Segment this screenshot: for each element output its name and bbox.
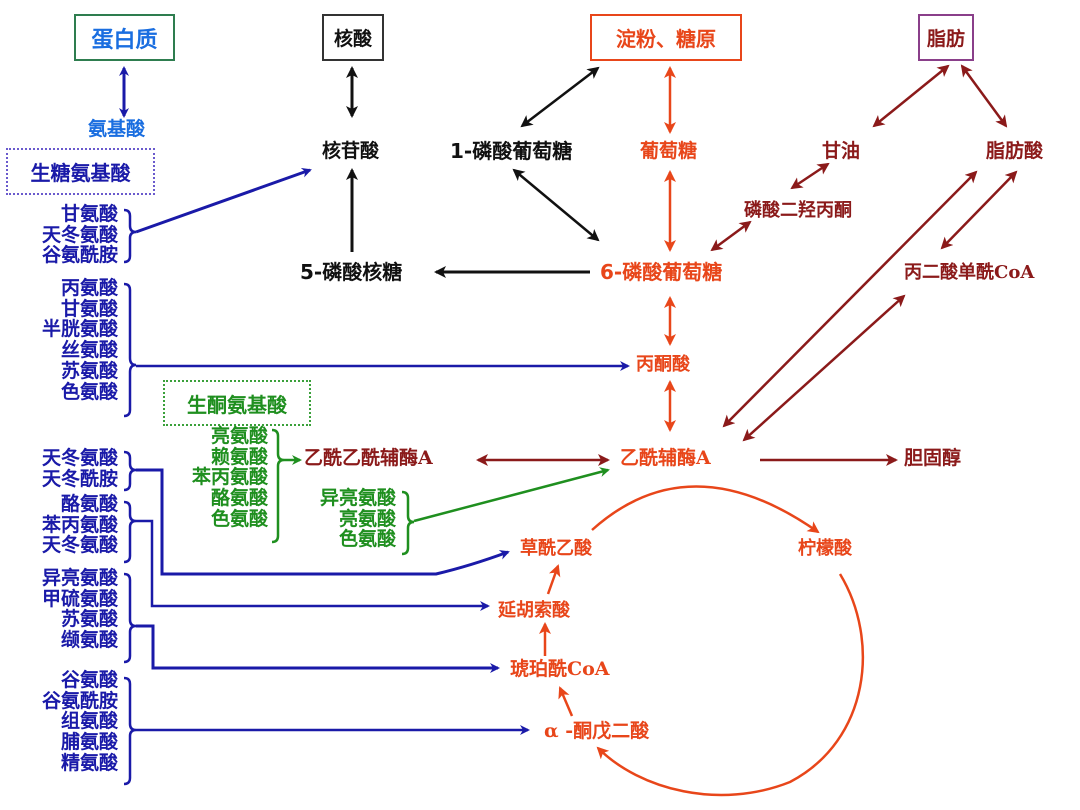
arrow-fat-glycerol	[872, 64, 950, 128]
amino-acid-item: 苯丙氨酸	[41, 513, 118, 536]
arrow-fumarate-oxaloacetate	[546, 564, 561, 595]
glucogenic-list-succinylcoa: 异亮氨酸 甲硫氨酸 苏氨酸 缬氨酸	[42, 568, 118, 651]
arrow-starch-g1p	[520, 66, 600, 128]
brace-group-oxaloacetate	[123, 450, 137, 492]
acetyl-coa-node: 乙酰辅酶A	[620, 447, 711, 469]
tca-arc-citrate-alphakg	[596, 573, 865, 797]
arrow-g1p-g6p	[512, 168, 600, 242]
glucogenic-title-box: 生糖氨基酸	[6, 148, 155, 195]
brace-group-nucleotide	[123, 208, 137, 264]
amino-acid-item: 亮氨酸	[338, 507, 396, 530]
arrow-fat-fattyacid	[960, 64, 1008, 128]
amino-acid-item: 甲硫氨酸	[41, 587, 118, 610]
protein-label: 蛋白质	[91, 26, 158, 53]
citrate-node: 柠檬酸	[798, 538, 852, 559]
amino-acid-item: 组氨酸	[60, 710, 118, 733]
amino-acid-item: 苯丙氨酸	[191, 466, 268, 489]
ketogenic-title: 生酮氨基酸	[187, 392, 287, 417]
amino-acid-item: 缬氨酸	[60, 629, 118, 652]
brace-group-acetoacetylcoa	[271, 428, 285, 544]
brace-group-alphakg	[123, 676, 137, 786]
amino-acid-item: 天冬氨酸	[41, 223, 118, 246]
malonyl-coa-node: 丙二酸单酰CoA	[904, 262, 1035, 283]
alpha-kg-node: α -酮戊二酸	[544, 720, 650, 742]
cholesterol-node: 胆固醇	[904, 447, 962, 469]
arrow-group-to-succinylcoa	[136, 624, 500, 673]
amino-acid-item: 半胱氨酸	[41, 318, 118, 341]
brace-group-fumarate	[123, 500, 137, 564]
arrow-group-to-fumarate	[136, 519, 490, 611]
arrow-malonylcoa-acetylcoa	[742, 294, 906, 442]
arrow-dhap-g6p	[710, 220, 752, 252]
amino-acid-item: 丝氨酸	[60, 339, 118, 362]
fumarate-node: 延胡索酸	[498, 600, 570, 621]
amino-acid-item: 甘氨酸	[60, 203, 118, 225]
arrow-group-to-nucleotide	[135, 167, 312, 234]
glucogenic-list-alphakg: 谷氨酸 谷氨酰胺 组氨酸 脯氨酸 精氨酸	[42, 670, 118, 774]
arrow-group-to-acetylcoa	[413, 467, 610, 523]
amino-acid-item: 色氨酸	[60, 380, 118, 403]
acetoacetyl-coa-node: 乙酰乙酰辅酶A	[304, 447, 433, 469]
amino-acid-item: 酪氨酸	[60, 493, 118, 515]
amino-acid-item: 谷氨酰胺	[41, 244, 118, 267]
starch-glycogen-box: 淀粉、糖原	[590, 14, 742, 61]
amino-acid-item: 天冬氨酸	[41, 534, 118, 557]
amino-acid-item: 苏氨酸	[60, 359, 118, 382]
fat-label: 脂肪	[926, 28, 965, 50]
amino-acid-item: 甘氨酸	[60, 297, 118, 320]
amino-acid-item: 谷氨酸	[60, 669, 118, 691]
ribose-5p-node: 5-磷酸核糖	[300, 260, 403, 284]
glucogenic-list-nucleotide: 甘氨酸 天冬氨酸 谷氨酰胺	[42, 204, 118, 266]
arrow-alphakg-succinylcoa	[558, 686, 574, 717]
amino-acid-item: 赖氨酸	[210, 445, 268, 468]
amino-acid-item: 天冬酰胺	[41, 467, 118, 490]
amino-acid-item: 亮氨酸	[210, 425, 268, 447]
nucleic-acid-label: 核酸	[333, 28, 372, 50]
fat-box: 脂肪	[918, 14, 974, 61]
arrow-fattyacid-malonylcoa	[940, 170, 1018, 250]
oxaloacetate-node: 草酰乙酸	[520, 538, 592, 559]
ketogenic-list-acetoacetylcoa: 亮氨酸 赖氨酸 苯丙氨酸 酪氨酸 色氨酸	[192, 426, 268, 530]
amino-acid-item: 精氨酸	[60, 751, 118, 774]
brace-group-acetylcoa	[401, 490, 415, 556]
ketogenic-title-box: 生酮氨基酸	[163, 380, 311, 426]
glucogenic-list-oxaloacetate: 天冬氨酸 天冬酰胺	[42, 448, 118, 489]
brace-group-pyruvate	[123, 282, 137, 418]
glycerol-node: 甘油	[822, 140, 861, 162]
arrow-group-to-oxaloacetate	[136, 468, 510, 576]
ketogenic-list-acetylcoa: 异亮氨酸 亮氨酸 色氨酸	[320, 488, 396, 550]
glucose-node: 葡萄糖	[640, 140, 698, 162]
tca-arc-oxaloacetate-citrate	[591, 485, 820, 534]
glucogenic-title: 生糖氨基酸	[30, 161, 131, 185]
starch-glycogen-label: 淀粉、糖原	[616, 27, 716, 51]
amino-acid-item: 谷氨酰胺	[41, 689, 118, 712]
glucogenic-list-pyruvate: 丙氨酸 甘氨酸 半胱氨酸 丝氨酸 苏氨酸 色氨酸	[42, 278, 118, 402]
amino-acid-node: 氨基酸	[88, 118, 146, 140]
protein-box: 蛋白质	[74, 14, 175, 61]
succinyl-coa-node: 琥珀酰CoA	[510, 658, 610, 680]
amino-acid-item: 酪氨酸	[210, 487, 268, 510]
amino-acid-item: 异亮氨酸	[319, 487, 396, 509]
glucose-1p-node: 1-磷酸葡萄糖	[450, 139, 573, 163]
amino-acid-item: 丙氨酸	[60, 277, 118, 299]
amino-acid-item: 天冬氨酸	[41, 447, 118, 469]
amino-acid-item: 苏氨酸	[60, 608, 118, 631]
nucleotide-node: 核苷酸	[322, 140, 380, 162]
arrow-glycerol-dhap	[790, 162, 830, 190]
dhap-node: 磷酸二羟丙酮	[744, 200, 852, 221]
glucose-6p-node: 6-磷酸葡萄糖	[600, 260, 723, 284]
fatty-acid-node: 脂肪酸	[986, 140, 1044, 162]
pyruvate-node: 丙酮酸	[636, 354, 690, 375]
amino-acid-item: 色氨酸	[210, 507, 268, 530]
glucogenic-list-fumarate: 酪氨酸 苯丙氨酸 天冬氨酸	[42, 494, 118, 556]
amino-acid-item: 脯氨酸	[60, 731, 118, 754]
nucleic-acid-box: 核酸	[322, 14, 384, 61]
brace-group-succinylcoa	[123, 572, 137, 664]
amino-acid-item: 异亮氨酸	[41, 567, 118, 589]
amino-acid-item: 色氨酸	[338, 528, 396, 551]
